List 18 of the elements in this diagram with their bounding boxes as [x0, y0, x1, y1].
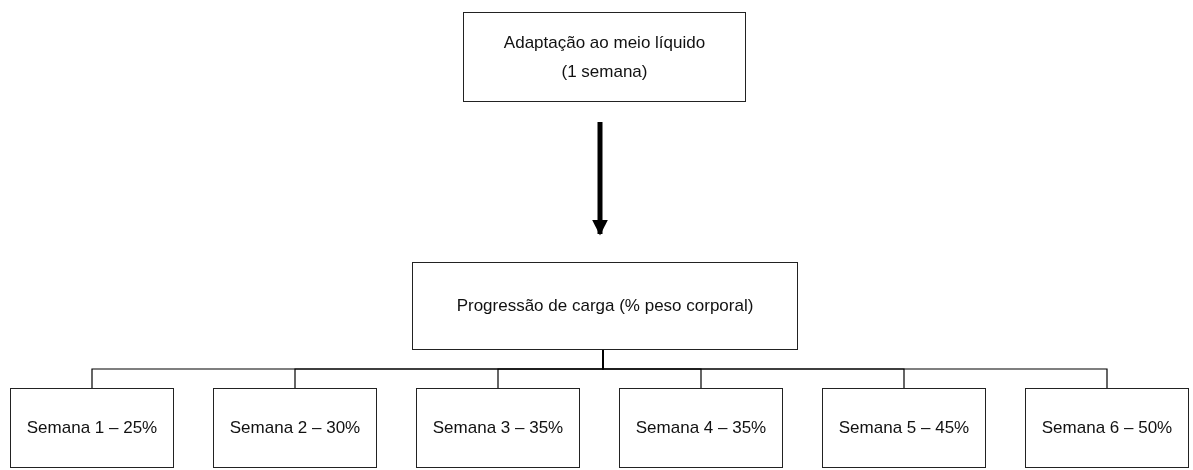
process-box [412, 262, 798, 350]
box-text: Semana 4 – 35% [635, 417, 767, 439]
process-box [1025, 388, 1189, 468]
process-box [213, 388, 377, 468]
process-box [619, 388, 783, 468]
process-box [463, 12, 746, 102]
box-text: (1 semana) [561, 61, 648, 83]
arrow [592, 122, 608, 236]
box-text: Semana 2 – 30% [229, 417, 361, 439]
box-text: Semana 1 – 25% [26, 417, 158, 439]
box-text: Semana 6 – 50% [1041, 417, 1173, 439]
box-text: Adaptação ao meio líquido [503, 31, 706, 53]
box-text: Progressão de carga (% peso corporal) [456, 295, 754, 317]
process-box [822, 388, 986, 468]
process-box [10, 388, 174, 468]
process-box [416, 388, 580, 468]
box-text: Semana 3 – 35% [432, 417, 564, 439]
box-text: Semana 5 – 45% [838, 417, 970, 439]
